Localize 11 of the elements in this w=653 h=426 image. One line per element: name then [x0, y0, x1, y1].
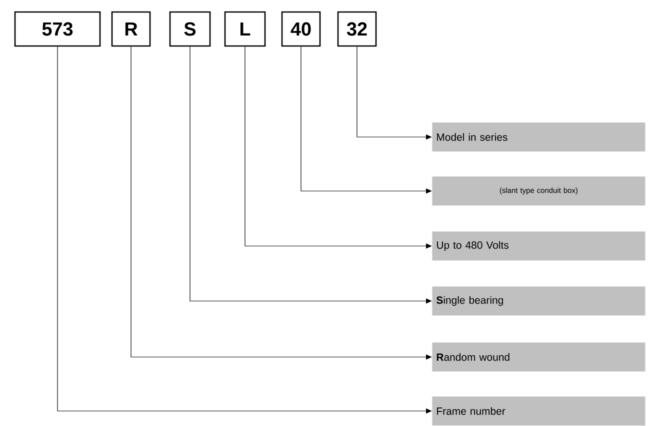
label-box: Frame number	[432, 396, 646, 426]
label-box: Model in series	[432, 122, 646, 152]
code-box: S	[169, 11, 211, 47]
code-box: 40	[281, 11, 321, 47]
code-box: L	[224, 11, 266, 47]
label-box: Single bearing	[432, 286, 646, 316]
label-box: Up to 480 Volts	[432, 232, 646, 260]
code-box: 32	[337, 11, 377, 47]
code-box: 573	[14, 11, 101, 47]
code-box: R	[111, 11, 151, 47]
label-box: Random wound	[432, 342, 646, 372]
